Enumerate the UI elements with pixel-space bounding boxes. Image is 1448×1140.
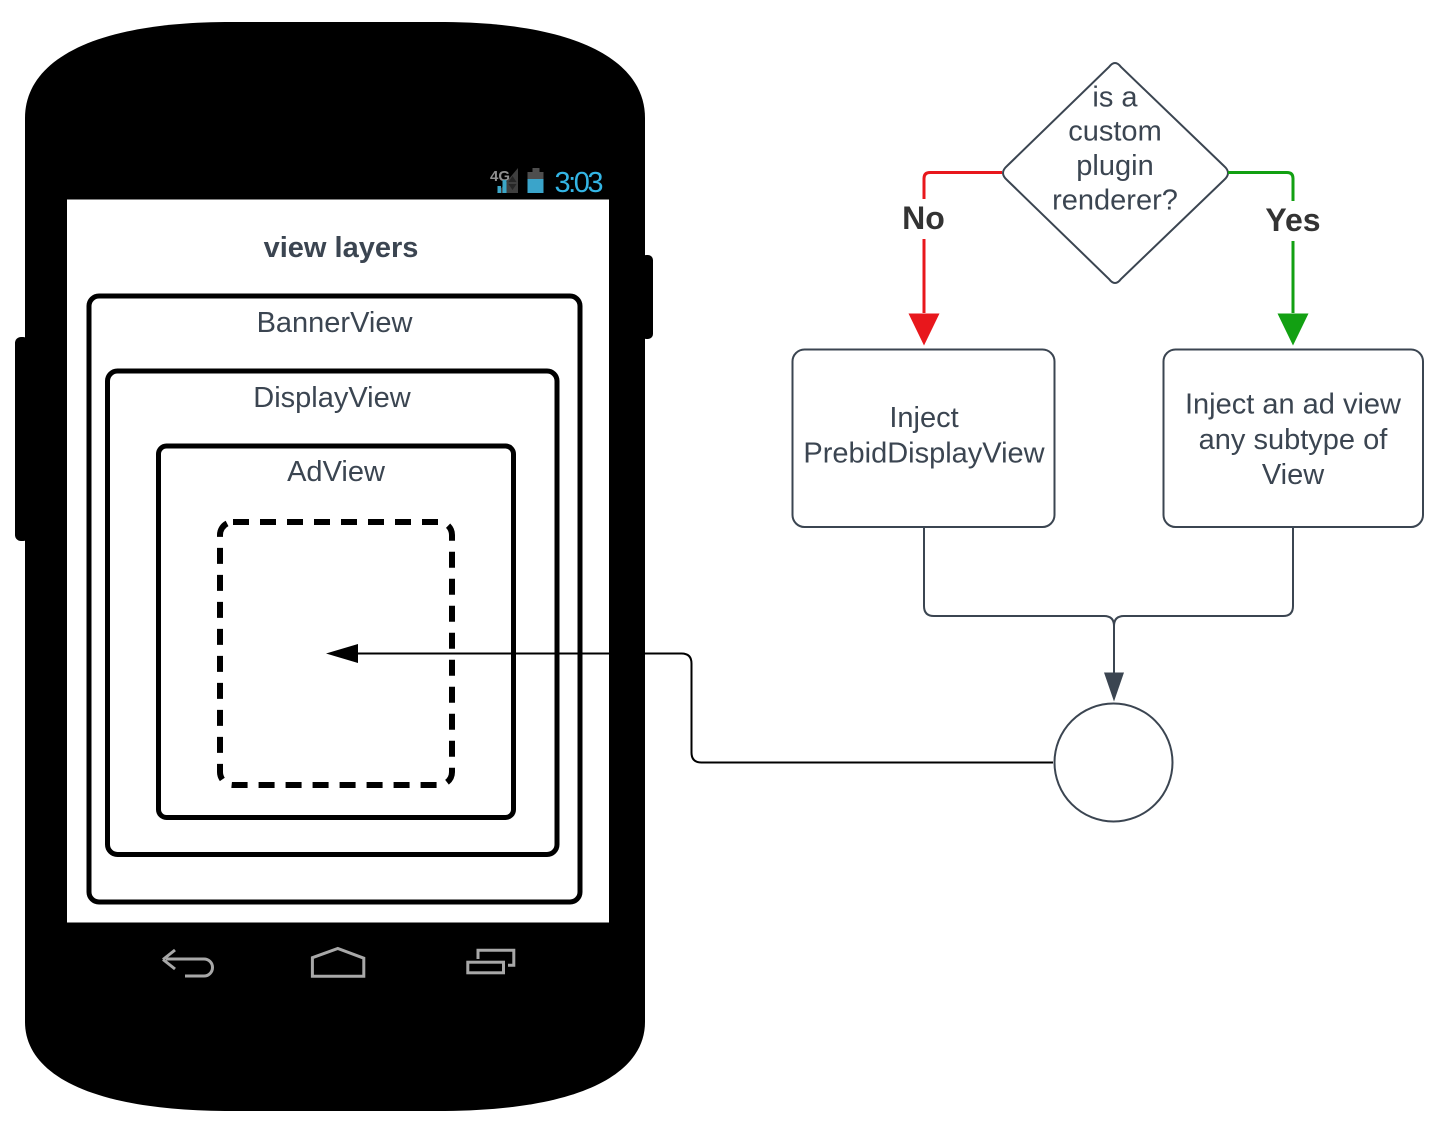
svg-text:is a: is a — [1092, 82, 1138, 114]
svg-text:View: View — [1262, 459, 1325, 491]
svg-text:DisplayView: DisplayView — [253, 382, 411, 414]
svg-text:Inject an ad view: Inject an ad view — [1185, 389, 1402, 421]
svg-text:BannerView: BannerView — [257, 307, 414, 339]
svg-text:view layers: view layers — [264, 232, 419, 264]
svg-text:AdView: AdView — [287, 456, 386, 488]
svg-text:any subtype of: any subtype of — [1199, 424, 1389, 456]
svg-text:No: No — [902, 200, 945, 236]
svg-text:custom: custom — [1068, 116, 1161, 148]
svg-text:3:03: 3:03 — [555, 167, 603, 199]
svg-text:plugin: plugin — [1076, 150, 1153, 182]
svg-text:renderer?: renderer? — [1052, 185, 1178, 217]
svg-text:Inject: Inject — [889, 402, 958, 434]
svg-text:PrebidDisplayView: PrebidDisplayView — [803, 438, 1045, 470]
svg-text:Yes: Yes — [1265, 202, 1320, 238]
